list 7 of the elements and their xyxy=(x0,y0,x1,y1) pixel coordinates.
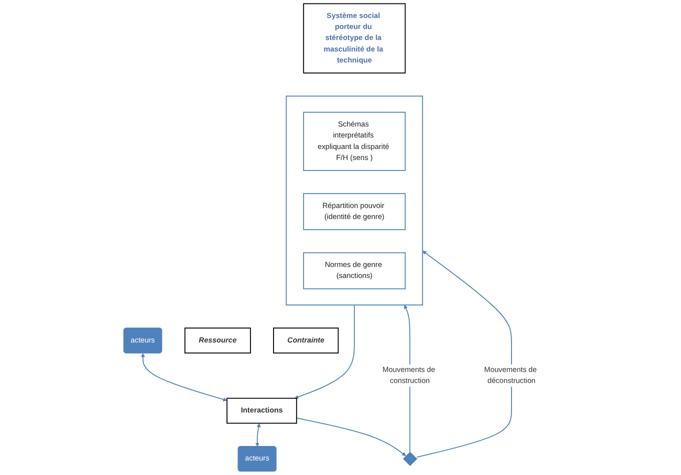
arrow xyxy=(140,353,227,402)
cluster xyxy=(286,96,423,306)
arrow xyxy=(416,250,512,458)
node-diamond xyxy=(402,452,418,466)
arrow xyxy=(255,423,260,447)
arrow xyxy=(294,304,355,399)
arrow xyxy=(296,418,406,456)
